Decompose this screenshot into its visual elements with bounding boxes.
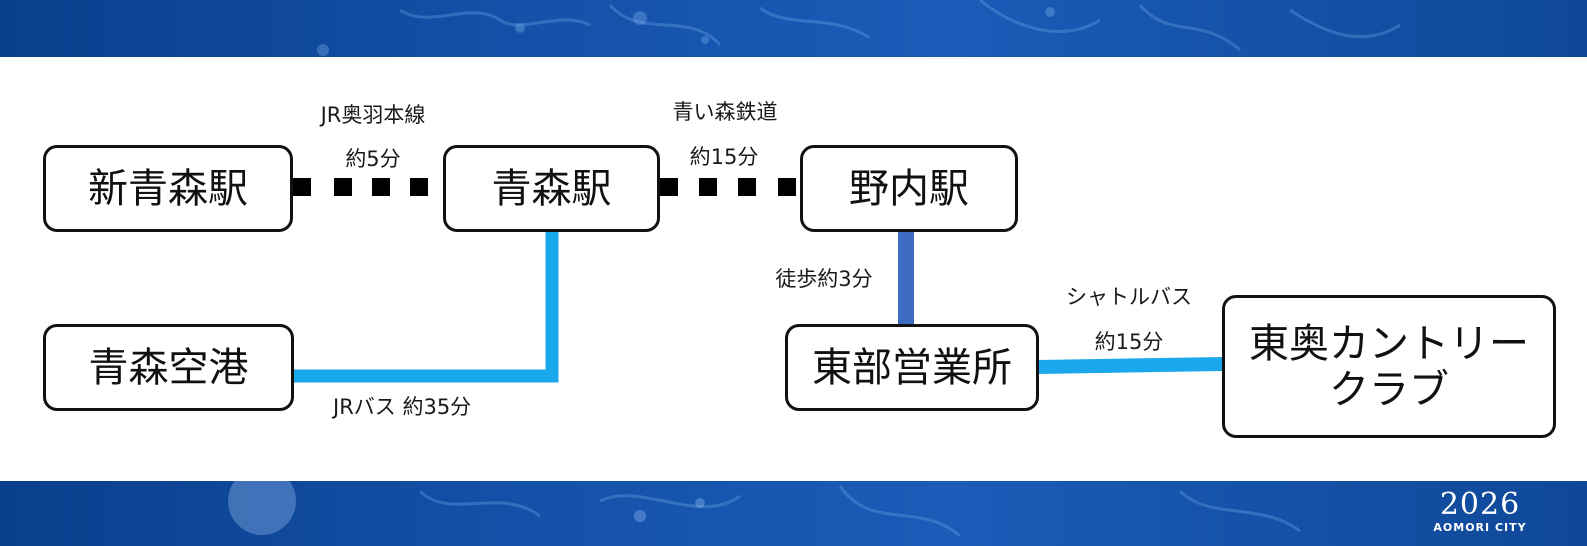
station-shin-aomori: 新青森駅 bbox=[43, 145, 293, 232]
station-label: 東奥カントリー クラブ bbox=[1249, 320, 1529, 413]
station-tobu-office: 東部営業所 bbox=[785, 324, 1039, 411]
header-band bbox=[0, 0, 1587, 57]
station-label: 青森駅 bbox=[491, 165, 612, 212]
jr-ou-line bbox=[293, 178, 428, 196]
aoimori-railway-time: 約15分 bbox=[689, 145, 759, 169]
logo-city: AOMORI CITY bbox=[1433, 521, 1527, 534]
station-aomori: 青森駅 bbox=[443, 145, 660, 232]
station-label: 東部営業所 bbox=[812, 344, 1012, 391]
aoimori-railway-name: 青い森鉄道 bbox=[672, 100, 778, 124]
shuttle-bus-line bbox=[1037, 357, 1225, 374]
footer-band bbox=[0, 481, 1587, 546]
jr-bus-line bbox=[292, 230, 559, 383]
decorative-pattern bbox=[317, 0, 1401, 56]
station-label: 青森空港 bbox=[88, 344, 249, 391]
jr-ou-line-name: JR奥羽本線 bbox=[320, 103, 426, 127]
aomori-city-logo: 2026 AOMORI CITY bbox=[1420, 488, 1540, 540]
station-too-country-club: 東奥カントリー クラブ bbox=[1222, 295, 1556, 438]
station-label: 野内駅 bbox=[849, 165, 969, 212]
walk-label: 徒歩約3分 bbox=[775, 267, 873, 291]
aoimori-railway-line bbox=[660, 178, 796, 196]
station-aomori-airport: 青森空港 bbox=[43, 324, 294, 411]
logo-year: 2026 bbox=[1439, 487, 1521, 522]
decorative-pattern bbox=[228, 481, 1301, 538]
shuttle-bus-name: シャトルバス bbox=[1066, 285, 1192, 309]
shuttle-bus-time: 約15分 bbox=[1094, 330, 1164, 354]
jr-bus-label: JRバス 約35分 bbox=[333, 395, 472, 419]
station-nonai: 野内駅 bbox=[800, 145, 1018, 232]
station-label: 新青森駅 bbox=[88, 165, 248, 212]
jr-ou-line-time: 約5分 bbox=[345, 147, 401, 171]
